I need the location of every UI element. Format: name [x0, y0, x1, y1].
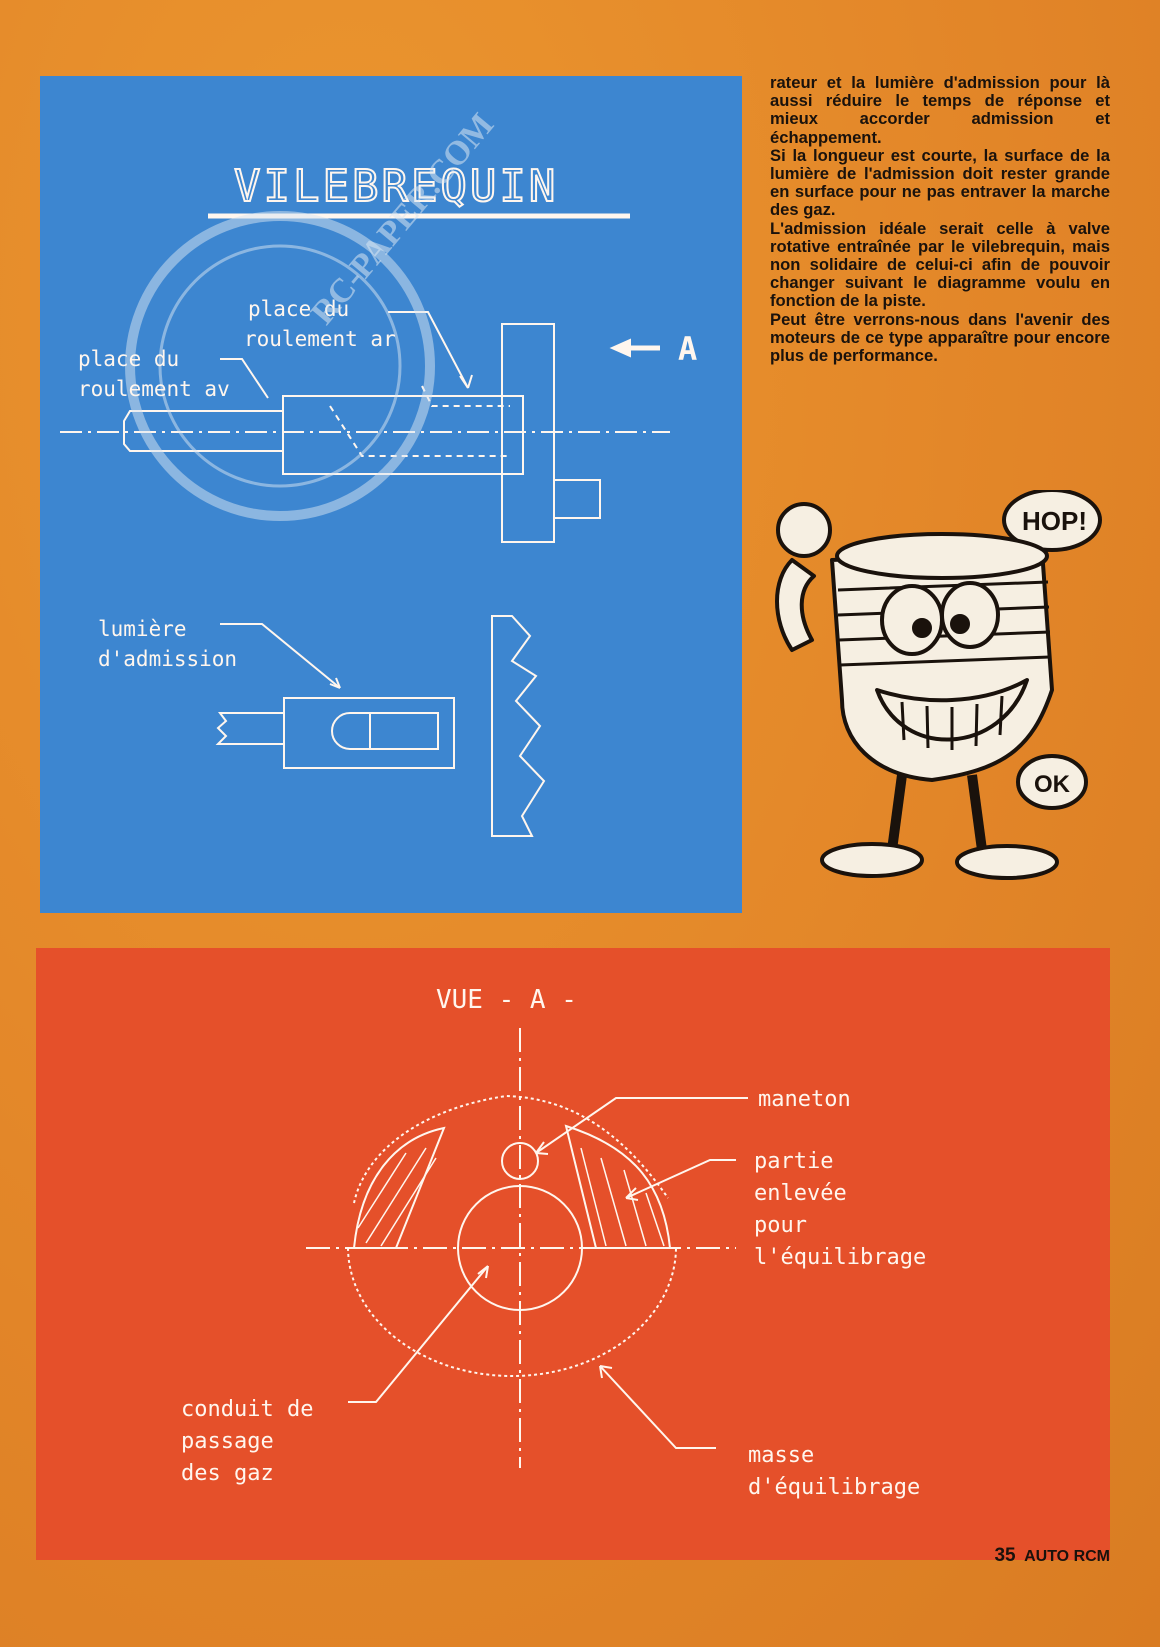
label-masse-line1: masse — [748, 1443, 814, 1468]
diagram-title: VILEBREQUIN — [234, 161, 558, 212]
label-partie-line3: pour — [754, 1213, 807, 1238]
article-text: rateur et la lumière d'admission pour là… — [770, 73, 1110, 366]
label-conduit-line3: des gaz — [181, 1461, 274, 1486]
label-conduit-line2: passage — [181, 1429, 274, 1454]
label-maneton: maneton — [758, 1087, 851, 1112]
arrow-a-label: A — [678, 330, 697, 368]
view-a-diagram: VUE - A - maneton partie enlevée pour l'… — [181, 985, 926, 1500]
article-paragraph: Peut être verrons-nous dans l'avenir des… — [770, 309, 1110, 366]
article-paragraph: rateur et la lumière d'admission pour là… — [770, 73, 1110, 147]
label-roulement-av-line2: roulement av — [78, 377, 230, 401]
label-roulement-ar-line1: place du — [248, 297, 349, 321]
page-footer: 35 AUTO RCM — [994, 1545, 1110, 1567]
label-conduit-line1: conduit de — [181, 1397, 313, 1422]
label-partie-line1: partie — [754, 1149, 833, 1174]
label-masse-line2: d'équilibrage — [748, 1475, 920, 1500]
ok-speech-bubble — [1016, 754, 1088, 810]
view-a-diagram-panel: VUE - A - maneton partie enlevée pour l'… — [36, 948, 1110, 1560]
watermark-text: RC-PAPER.COM — [304, 106, 501, 331]
label-lumiere-line2: d'admission — [98, 647, 237, 671]
fist — [776, 502, 832, 558]
ok-bubble-text: OK — [1034, 771, 1071, 798]
view-a-title: VUE - A - — [436, 985, 577, 1015]
label-lumiere-line1: lumière — [98, 617, 187, 641]
hop-bubble-text: HOP! — [1022, 506, 1087, 536]
magazine-name: AUTO RCM — [1024, 1548, 1110, 1565]
label-roulement-ar-line2: roulement ar — [244, 327, 396, 351]
hop-speech-bubble — [1002, 490, 1102, 552]
article-paragraph: L'admission idéale serait celle à valve … — [770, 218, 1110, 311]
crankshaft-diagram: VILEBREQUIN place du roulement ar place … — [60, 106, 697, 837]
label-partie-line4: l'équilibrage — [754, 1245, 926, 1270]
cylinder-mascot-illustration: HOP! OK — [775, 490, 1102, 880]
article-paragraph: Si la longueur est courte, la surface de… — [770, 145, 1110, 220]
page-number: 35 — [994, 1545, 1016, 1566]
crank-pin — [553, 479, 601, 519]
crankshaft-diagram-panel: VILEBREQUIN place du roulement ar place … — [40, 76, 742, 913]
label-roulement-av-line1: place du — [78, 347, 179, 371]
label-partie-line2: enlevée — [754, 1181, 847, 1206]
shaft-body — [282, 395, 524, 475]
